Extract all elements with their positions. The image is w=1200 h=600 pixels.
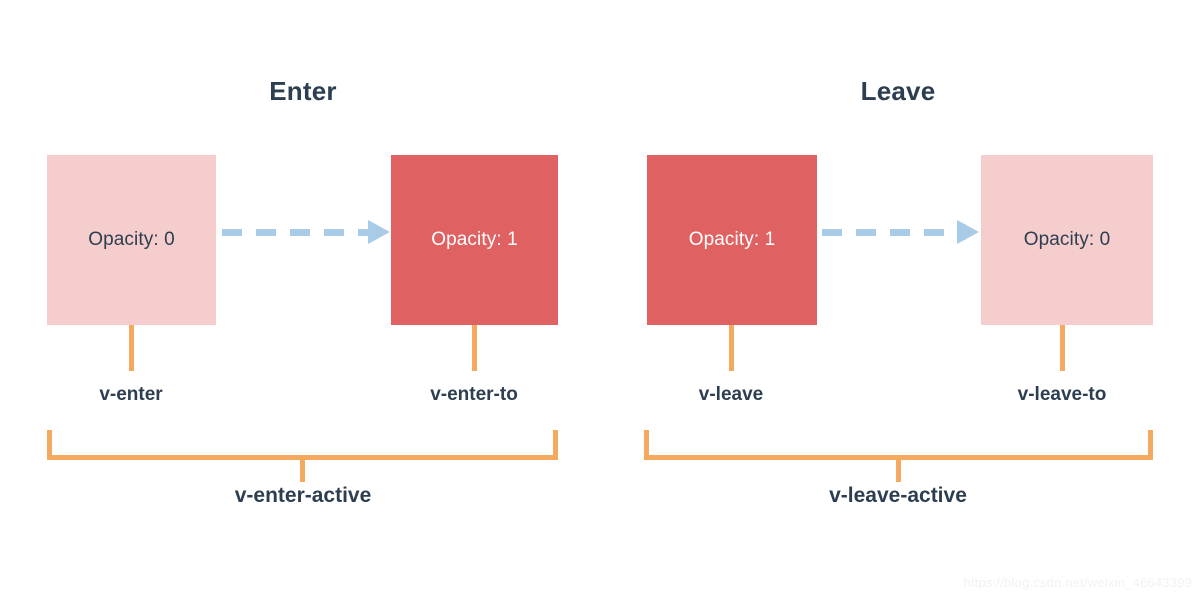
- dashed-arrow-right-icon-enter: [222, 220, 390, 244]
- arrow-head: [368, 220, 390, 244]
- bracket-label-v-leave-active: v-leave-active: [829, 484, 967, 507]
- state-box-v-leave-to: Opacity: 0: [981, 155, 1153, 325]
- bracket-label-v-enter-active: v-enter-active: [234, 484, 372, 507]
- leader-label-v-enter-to: v-enter-to: [430, 384, 518, 405]
- leader-stem-v-leave: [729, 325, 734, 371]
- leader-label-v-leave-to: v-leave-to: [1017, 384, 1107, 405]
- leader-label-v-leave: v-leave: [698, 384, 764, 405]
- state-box-label: Opacity: 1: [431, 229, 518, 250]
- dashed-arrow-right-icon-leave: [822, 220, 979, 244]
- state-box-label: Opacity: 0: [1023, 229, 1111, 250]
- watermark-text: https://blog.csdn.net/weixin_46643399: [963, 575, 1192, 590]
- leader-label-v-enter: v-enter: [99, 384, 163, 405]
- arrow-shaft: [822, 228, 957, 236]
- panel-title-enter: Enter: [269, 76, 337, 106]
- state-box-label: Opacity: 0: [88, 229, 175, 250]
- bracket-stem-v-leave-active: [896, 460, 901, 482]
- bracket-stem-v-enter-active: [300, 460, 305, 482]
- leader-stem-v-enter-to: [472, 325, 477, 371]
- state-box-v-enter-to: Opacity: 1: [391, 155, 558, 325]
- leader-stem-v-enter: [129, 325, 134, 371]
- state-box-v-leave: Opacity: 1: [647, 155, 817, 325]
- bracket-v-leave-active: [644, 430, 1153, 460]
- state-box-label: Opacity: 1: [688, 229, 776, 250]
- bracket-v-enter-active: [47, 430, 558, 460]
- leader-stem-v-leave-to: [1060, 325, 1065, 371]
- panel-title-leave: Leave: [860, 76, 936, 106]
- state-box-v-enter: Opacity: 0: [47, 155, 216, 325]
- arrow-shaft: [222, 228, 368, 236]
- arrow-head: [957, 220, 979, 244]
